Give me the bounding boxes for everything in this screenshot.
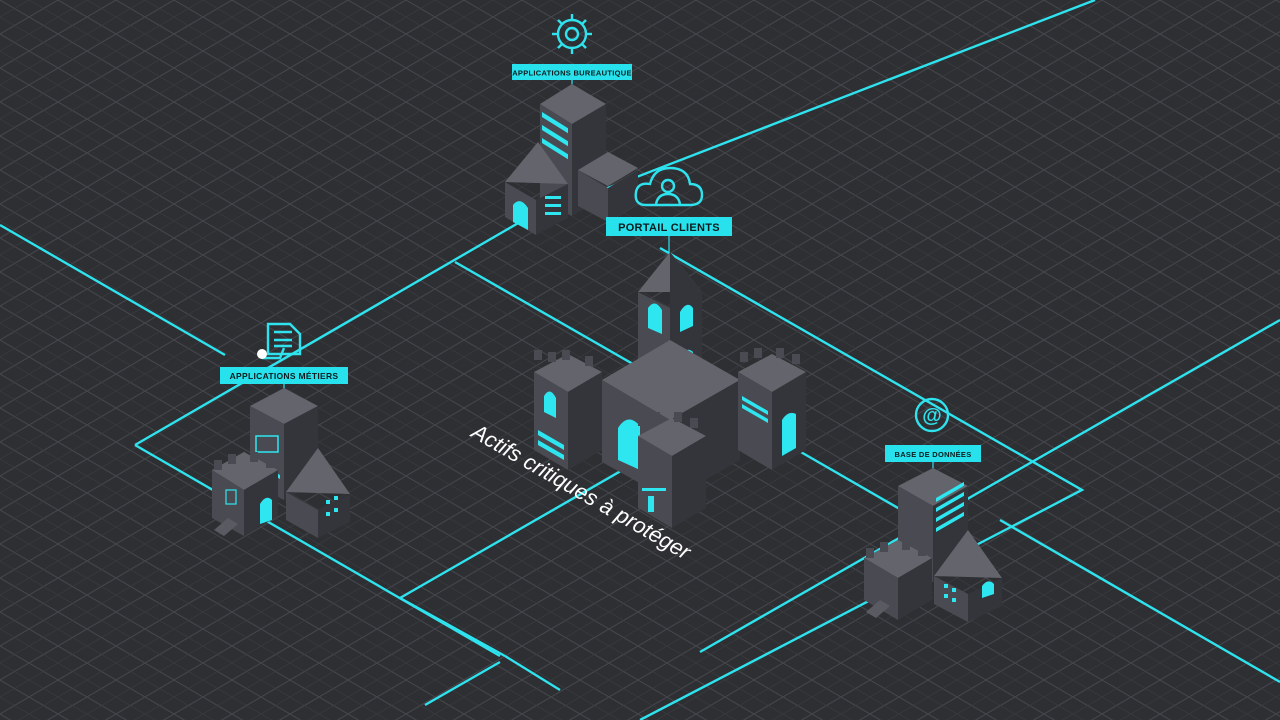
label-box [220,367,348,384]
node-client-portal[interactable]: PORTAIL CLIENTS [606,166,732,252]
svg-text:@: @ [922,405,942,427]
label-box [606,217,732,236]
node-label: APPLICATIONS MÉTIERS [230,371,339,381]
cloud-user-icon [634,166,704,207]
node-database[interactable]: @ BASE DE DONNÉES [864,397,1002,622]
node-label: APPLICATIONS BUREAUTIQUE [512,69,632,78]
node-label: BASE DE DONNÉES [894,450,971,459]
label-box [512,64,632,80]
label-box [885,445,981,462]
node-office-applications[interactable]: APPLICATIONS BUREAUTIQUE [505,14,638,235]
node-business-applications[interactable]: APPLICATIONS MÉTIERS [212,322,350,538]
documents-icon [257,322,302,360]
at-sign-icon: @ [914,397,950,433]
gear-icon [552,14,592,54]
node-label: PORTAIL CLIENTS [618,222,720,234]
central-castle[interactable] [534,252,806,528]
